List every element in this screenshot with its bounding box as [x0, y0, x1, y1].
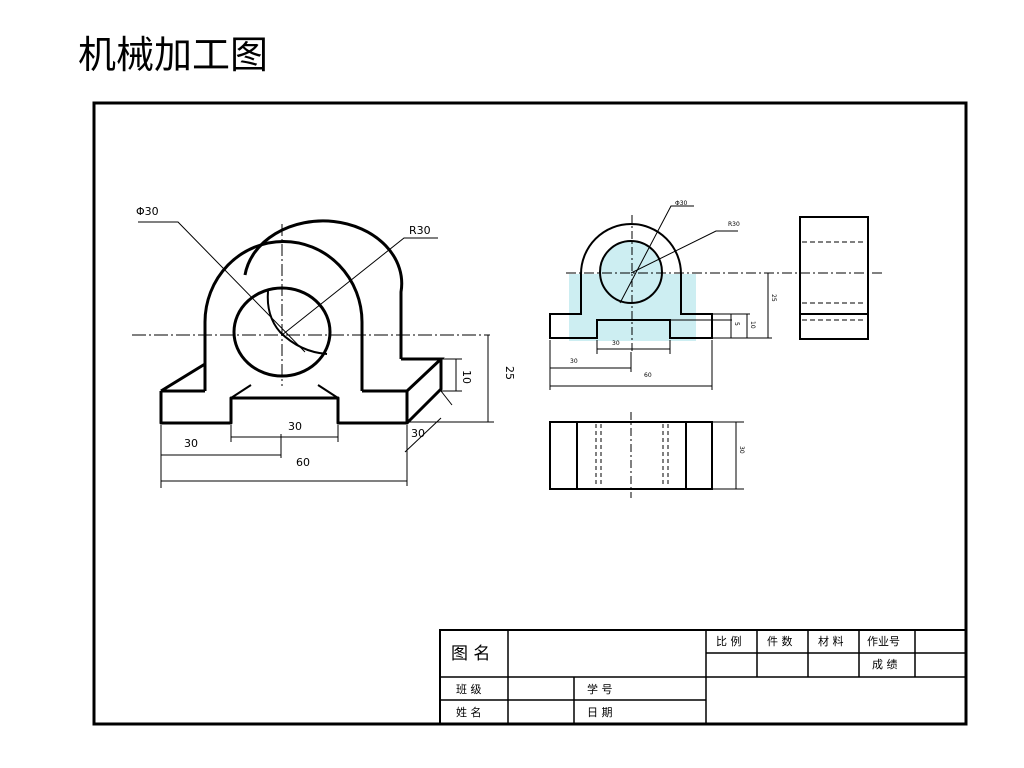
iso-dim-depth: 30 — [411, 427, 425, 440]
iso-dim-total-width: 60 — [296, 456, 310, 469]
front-dim-slot-depth: 5 — [733, 322, 740, 326]
iso-dim-arc-radius: R30 — [409, 224, 431, 237]
top-dim-depth: 30 — [738, 446, 745, 454]
front-radius-leader — [630, 230, 738, 274]
title-block-name-label: 姓 名 — [456, 705, 482, 719]
iso-dim-base-height: 10 — [460, 370, 473, 384]
iso-hole-inner — [266, 290, 328, 355]
front-hole — [599, 240, 663, 304]
front-dim-arc-radius: R30 — [728, 221, 740, 228]
title-block-job-no-label: 作业号 — [867, 635, 900, 648]
title-block-grade-label: 成 绩 — [872, 658, 898, 671]
iso-dim-hole-diameter: Φ30 — [136, 205, 159, 218]
front-dim-slot-width: 30 — [612, 340, 620, 347]
iso-dim-half-width: 30 — [184, 437, 198, 450]
page-title: 机械加工图 — [78, 33, 269, 77]
title-block-student-no-label: 学 号 — [587, 682, 613, 696]
iso-dim-slot-width: 30 — [288, 420, 302, 433]
title-block-date-label: 日 期 — [587, 706, 613, 719]
front-dim-half-width: 30 — [570, 358, 578, 365]
title-block-drawing-name-label: 图 名 — [451, 644, 490, 664]
title-block-class-label: 班 级 — [456, 683, 482, 696]
front-dim-base-height: 10 — [749, 321, 756, 329]
front-view — [549, 205, 885, 390]
title-block — [439, 629, 967, 725]
side-outline — [799, 216, 869, 340]
front-outline — [549, 223, 713, 339]
iso-upright-back — [243, 219, 404, 359]
iso-base-right-top — [362, 357, 445, 425]
iso-radius-leader — [281, 237, 438, 336]
isometric-view — [132, 219, 494, 488]
iso-slot-edges — [230, 384, 339, 399]
title-block-quantity-label: 件 数 — [767, 635, 793, 648]
front-dim-hole-diameter: Φ30 — [675, 200, 688, 207]
iso-phi-leader — [138, 221, 306, 353]
title-block-scale-label: 比 例 — [716, 634, 742, 648]
iso-upright-front — [203, 239, 364, 391]
iso-dim-center-height: 25 — [503, 366, 516, 380]
iso-dim-depth-line — [404, 417, 442, 453]
iso-base-left-top — [160, 362, 206, 393]
side-view — [799, 216, 869, 340]
title-block-material-label: 材 料 — [818, 634, 844, 648]
iso-base-front-face — [159, 391, 409, 425]
front-dim-total-width: 60 — [644, 372, 652, 379]
front-phi-leader — [619, 205, 694, 304]
front-dim-center-height: 25 — [770, 294, 777, 302]
top-view — [549, 412, 744, 498]
